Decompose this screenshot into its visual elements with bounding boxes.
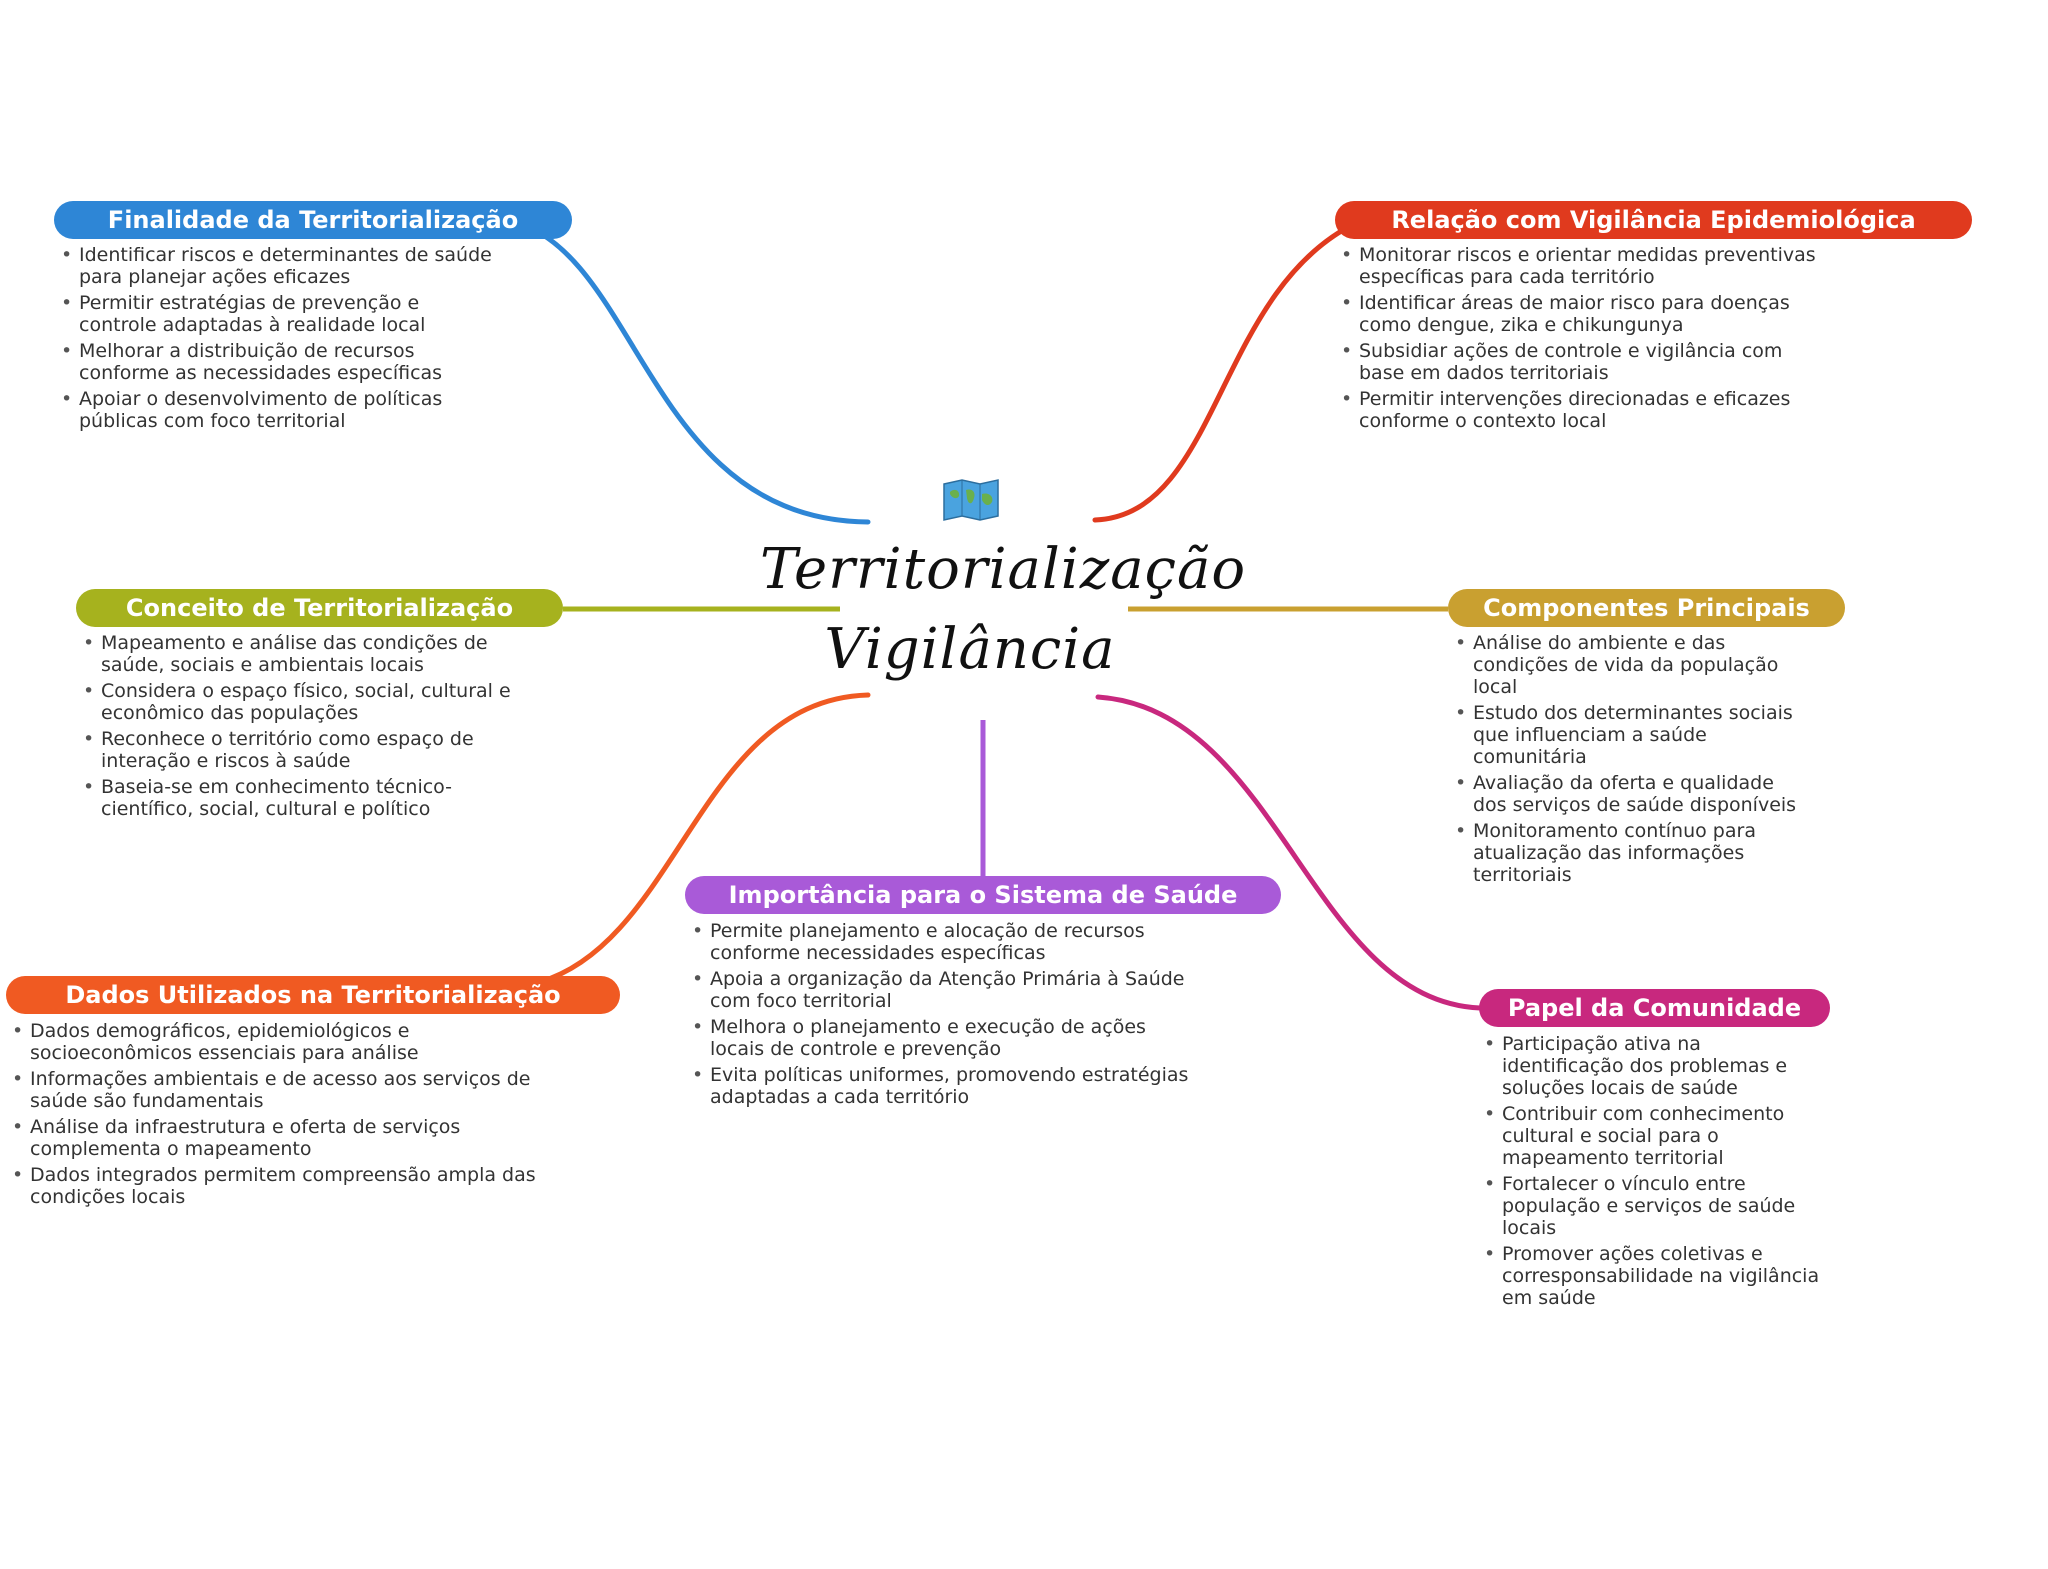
central-topic-line2: Vigilância — [824, 617, 1116, 682]
connector-dados — [537, 692, 871, 985]
list-item: Informações ambientais e de acesso aos s… — [10, 1068, 540, 1112]
central-topic-line1: Territorialização — [760, 537, 1247, 602]
list-item: Análise do ambiente e das condições de v… — [1453, 632, 1813, 698]
list-item: Monitorar riscos e orientar medidas prev… — [1339, 244, 1829, 288]
list-item: Apoia a organização da Atenção Primária … — [690, 968, 1190, 1012]
list-item: Subsidiar ações de controle e vigilância… — [1339, 340, 1829, 384]
node-papel-list: Participação ativa na identificação dos … — [1482, 1033, 1822, 1313]
world-map-icon — [943, 479, 999, 521]
list-item: Participação ativa na identificação dos … — [1482, 1033, 1822, 1099]
list-item: Monitoramento contínuo para atualização … — [1453, 820, 1813, 886]
node-finalidade-list: Identificar riscos e determinantes de sa… — [59, 244, 499, 436]
list-item: Mapeamento e análise das condições de sa… — [81, 632, 521, 676]
node-dados-title[interactable]: Dados Utilizados na Territorialização — [6, 976, 620, 1014]
list-item: Dados demográficos, epidemiológicos e so… — [10, 1020, 540, 1064]
list-item: Permite planejamento e alocação de recur… — [690, 920, 1190, 964]
list-item: Melhora o planejamento e execução de açõ… — [690, 1016, 1190, 1060]
list-item: Melhorar a distribuição de recursos conf… — [59, 340, 499, 384]
connector-papel — [1095, 694, 1483, 1011]
list-item: Identificar áreas de maior risco para do… — [1339, 292, 1829, 336]
list-item: Promover ações coletivas e corresponsabi… — [1482, 1243, 1822, 1309]
list-item: Estudo dos determinantes sociais que inf… — [1453, 702, 1813, 768]
node-importancia-list: Permite planejamento e alocação de recur… — [690, 920, 1190, 1112]
list-item: Fortalecer o vínculo entre população e s… — [1482, 1173, 1822, 1239]
node-relacao-title[interactable]: Relação com Vigilância Epidemiológica — [1335, 201, 1972, 239]
node-conceito-title[interactable]: Conceito de Territorialização — [76, 589, 563, 627]
list-item: Reconhece o território como espaço de in… — [81, 728, 521, 772]
node-dados-list: Dados demográficos, epidemiológicos e so… — [10, 1020, 540, 1212]
list-item: Baseia-se em conhecimento técnico-cientí… — [81, 776, 521, 820]
list-item: Permitir estratégias de prevenção e cont… — [59, 292, 499, 336]
node-componentes-list: Análise do ambiente e das condições de v… — [1453, 632, 1813, 890]
connector-finalidade — [512, 219, 871, 525]
list-item: Avaliação da oferta e qualidade dos serv… — [1453, 772, 1813, 816]
list-item: Dados integrados permitem compreensão am… — [10, 1164, 540, 1208]
list-item: Apoiar o desenvolvimento de políticas pú… — [59, 388, 499, 432]
list-item: Permitir intervenções direcionadas e efi… — [1339, 388, 1829, 432]
node-componentes-title[interactable]: Componentes Principais — [1448, 589, 1845, 627]
central-topic: Territorialização Vigilância — [760, 530, 1247, 690]
list-item: Evita políticas uniformes, promovendo es… — [690, 1064, 1190, 1108]
list-item: Análise da infraestrutura e oferta de se… — [10, 1116, 540, 1160]
list-item: Considera o espaço físico, social, cultu… — [81, 680, 521, 724]
list-item: Contribuir com conhecimento cultural e s… — [1482, 1103, 1822, 1169]
node-relacao-list: Monitorar riscos e orientar medidas prev… — [1339, 244, 1829, 436]
node-papel-title[interactable]: Papel da Comunidade — [1479, 989, 1830, 1027]
node-finalidade-title[interactable]: Finalidade da Territorialização — [54, 201, 572, 239]
node-conceito-list: Mapeamento e análise das condições de sa… — [81, 632, 521, 824]
list-item: Identificar riscos e determinantes de sa… — [59, 244, 499, 288]
connector-relacao — [1092, 219, 1361, 523]
node-importancia-title[interactable]: Importância para o Sistema de Saúde — [685, 876, 1281, 914]
